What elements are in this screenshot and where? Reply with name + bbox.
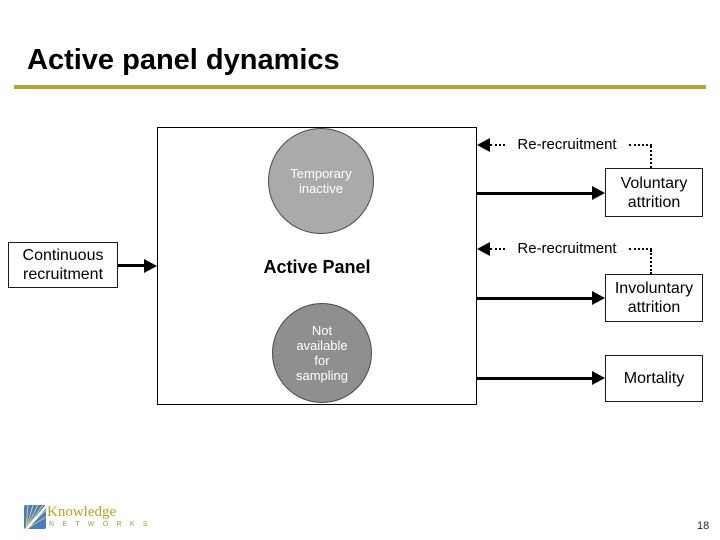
involuntary-attrition-label: Involuntary attrition <box>614 280 694 316</box>
re-recruitment-1-label: Re-recruitment <box>505 136 629 153</box>
mortality-box: Mortality <box>605 355 703 402</box>
re-recruitment-2-elbow <box>650 250 652 274</box>
mortality-label: Mortality <box>623 370 685 387</box>
logo-fan-icon <box>24 503 48 531</box>
involuntary-arrowhead <box>592 291 605 305</box>
re-recruitment-1-arrowhead <box>477 138 490 152</box>
involuntary-attrition-box: Involuntary attrition <box>605 274 703 322</box>
continuous-recruitment-arrowhead <box>144 259 157 273</box>
involuntary-arrow-line <box>477 297 592 300</box>
voluntary-attrition-box: Voluntary attrition <box>605 168 703 217</box>
mortality-arrowhead <box>592 371 605 385</box>
re-recruitment-2-label: Re-recruitment <box>505 240 629 257</box>
slide-title: Active panel dynamics <box>27 44 340 76</box>
temporary-inactive-label: Temporary inactive <box>290 166 352 196</box>
voluntary-arrow-line <box>477 192 592 195</box>
knowledge-networks-logo: Knowledge N E T W O R K S <box>24 503 148 535</box>
mortality-arrow-line <box>477 377 592 380</box>
voluntary-attrition-label: Voluntary attrition <box>620 174 688 211</box>
re-recruitment-1-dotline-b <box>629 144 652 146</box>
continuous-recruitment-label: Continuous recruitment <box>22 247 104 283</box>
re-recruitment-1-dotline-a <box>490 144 505 146</box>
active-panel-label: Active Panel <box>263 257 371 277</box>
re-recruitment-2-arrowhead <box>477 242 490 256</box>
logo-name-text: Knowledge <box>47 504 117 520</box>
not-available-label: Not available for sampling <box>295 323 349 383</box>
voluntary-arrowhead <box>592 186 605 200</box>
not-available-circle: Not available for sampling <box>272 303 372 403</box>
temporary-inactive-circle: Temporary inactive <box>268 128 374 234</box>
continuous-recruitment-arrow-line <box>118 264 144 267</box>
title-underline <box>14 85 706 89</box>
logo-subname-text: N E T W O R K S <box>49 521 151 528</box>
page-number: 18 <box>697 520 710 532</box>
re-recruitment-1-elbow <box>650 146 652 168</box>
continuous-recruitment-box: Continuous recruitment <box>8 242 118 288</box>
re-recruitment-2-dotline-a <box>490 248 505 250</box>
re-recruitment-2-dotline-b <box>629 248 652 250</box>
